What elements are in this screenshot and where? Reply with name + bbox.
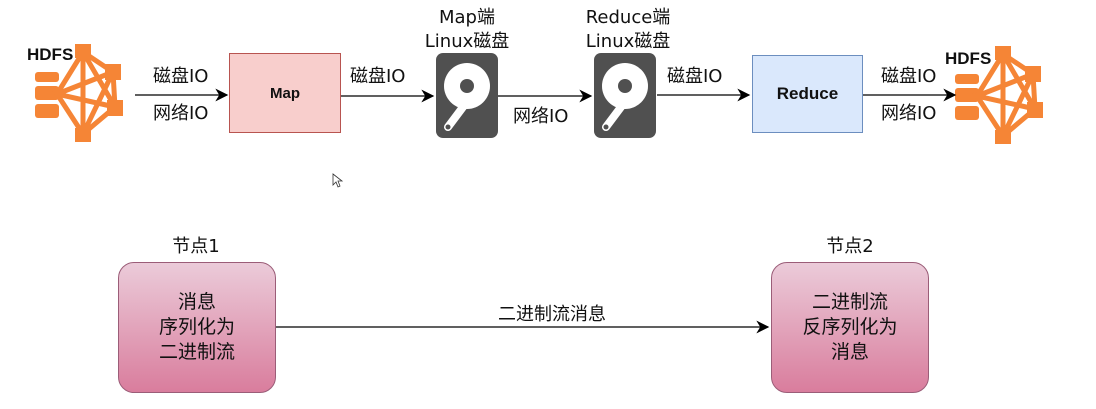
disk2-title-line2: Linux磁盘 [585,31,671,52]
edge5-label-bottom: 网络IO [881,103,937,124]
edge5-label-top: 磁盘IO [881,66,937,87]
edge1-label-bottom: 网络IO [153,103,209,124]
node2-title: 节点2 [826,236,874,257]
disk1-title-line2: Linux磁盘 [424,31,510,52]
node2-line: 消息 [830,341,869,363]
node2-box: 二进制流反序列化为消息 [771,262,929,393]
hdfs-right-label: HDFS [945,49,992,68]
node1-line: 消息 [177,291,216,313]
reduce-node: Reduce [752,55,863,133]
binary-stream-label: 二进制流消息 [498,304,606,325]
node1-title: 节点1 [172,236,220,257]
map-node: Map [229,53,341,133]
node2-line: 反序列化为 [802,316,898,338]
node1-line: 二进制流 [158,341,235,363]
node1-box: 消息序列化为二进制流 [118,262,276,393]
disk2-title-line1: Reduce端 [585,7,671,28]
edge2-label: 磁盘IO [350,66,406,87]
node1-line: 序列化为 [158,316,235,338]
disk-1-icon [436,53,498,138]
mouse-cursor-icon [332,173,344,188]
edge3-label: 网络IO [513,106,569,127]
edge4-label: 磁盘IO [667,66,723,87]
edge1-label-top: 磁盘IO [153,66,209,87]
hdfs-left-label: HDFS [27,45,74,64]
node2-line: 二进制流 [811,291,888,313]
disk1-title-line1: Map端 [439,7,495,28]
disk-2-icon [594,53,656,138]
